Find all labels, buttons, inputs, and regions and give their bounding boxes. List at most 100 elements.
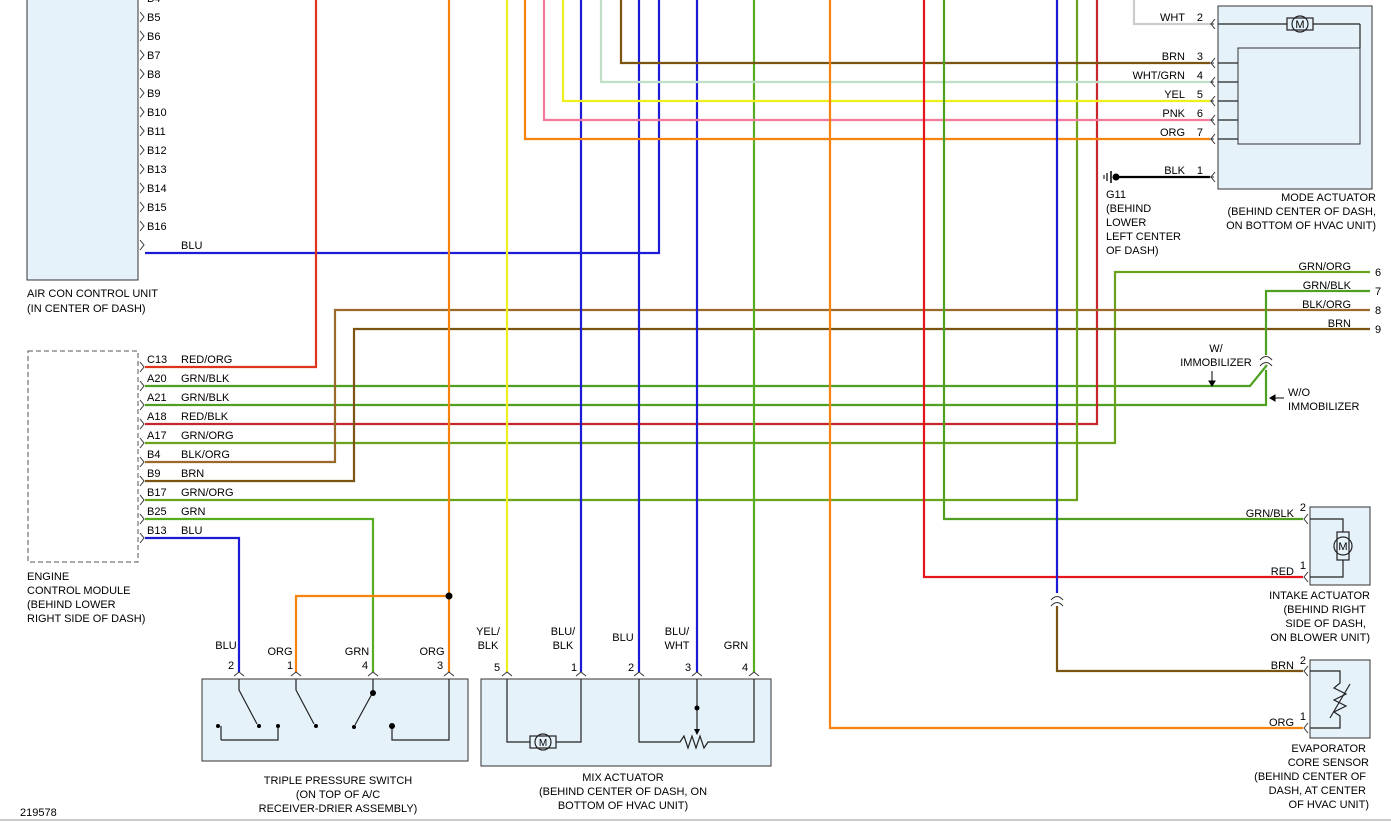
acu-label-2: (IN CENTER OF DASH) [27, 303, 146, 315]
svg-text:4: 4 [742, 662, 748, 674]
svg-text:RECEIVER-DRIER ASSEMBLY): RECEIVER-DRIER ASSEMBLY) [259, 803, 418, 815]
mix-pin-labels: YEL/ BLK 5 BLU/ BLK 1 BLU 2 BLU/ WHT 3 G… [476, 626, 748, 674]
svg-text:ORG: ORG [419, 646, 444, 658]
ecm-label-2: CONTROL MODULE [27, 585, 131, 597]
ecm-label-1: ENGINE [27, 571, 69, 583]
svg-text:ORG: ORG [1269, 717, 1294, 729]
svg-text:G11: G11 [1106, 189, 1126, 201]
ecm-pin-label: A20 [147, 373, 167, 385]
svg-text:(BEHIND CENTER OF DASH, ON: (BEHIND CENTER OF DASH, ON [539, 786, 707, 798]
svg-text:3: 3 [685, 662, 691, 674]
svg-text:YEL: YEL [1164, 89, 1185, 101]
acu-pin-labels: B4B5B6B7B8B9B10B11B12B13B14B15B16 [147, 0, 167, 233]
mode-pin-labels: WHT 2 BRN 3 WHT/GRN 4 YEL 5 PNK 6 ORG 7 … [1132, 12, 1203, 177]
ecm-pin-label: B25 [147, 506, 167, 518]
svg-text:3: 3 [437, 660, 443, 672]
svg-text:OF DASH): OF DASH) [1106, 245, 1159, 257]
svg-text:IMMOBILIZER: IMMOBILIZER [1180, 357, 1252, 369]
ecm-wire-label: BLK/ORG [181, 449, 230, 461]
tps-pin-labels: BLU 2 ORG 1 GRN 4 ORG 3 [215, 640, 444, 672]
svg-text:WHT: WHT [1160, 12, 1185, 24]
ecm-wire-label: GRN/ORG [181, 430, 234, 442]
svg-text:BLK/ORG: BLK/ORG [1302, 299, 1351, 311]
svg-text:M: M [1295, 19, 1304, 31]
svg-text:1: 1 [287, 660, 293, 672]
svg-text:8: 8 [1375, 305, 1381, 317]
wires [145, 0, 1370, 730]
mode-motor-icon: M [1218, 15, 1361, 140]
acu-label-1: AIR CON CONTROL UNIT [27, 288, 158, 300]
svg-text:BLU: BLU [612, 632, 633, 644]
svg-text:6: 6 [1197, 108, 1203, 120]
intake-actuator [1309, 506, 1371, 586]
svg-text:(BEHIND RIGHT: (BEHIND RIGHT [1284, 604, 1367, 616]
svg-text:2: 2 [228, 660, 234, 672]
svg-text:YEL/: YEL/ [476, 626, 501, 638]
intake-pin-labels: GRN/BLK 2 RED 1 [1246, 502, 1306, 578]
evap-pin-labels: BRN 2 ORG 1 [1269, 655, 1306, 729]
ecm-pin-label: C13 [147, 354, 167, 366]
acu-pin-label: B14 [147, 183, 167, 195]
ground-label: G11 (BEHIND LOWER LEFT CENTER OF DASH) [1106, 189, 1181, 257]
ecm-wire-label: GRN/BLK [181, 373, 230, 385]
mode-label-1: MODE ACTUATOR [1281, 192, 1376, 204]
svg-text:PNK: PNK [1162, 108, 1185, 120]
ecm-wire-label: GRN/ORG [181, 487, 234, 499]
svg-text:5: 5 [1197, 89, 1203, 101]
svg-text:BRN: BRN [1271, 660, 1294, 672]
mode-label-2: (BEHIND CENTER OF DASH, [1227, 206, 1376, 218]
mix-actuator-internals: M [506, 679, 755, 751]
svg-text:RED: RED [1271, 566, 1294, 578]
air-con-control-unit [26, 0, 139, 281]
acu-pin-label: B10 [147, 107, 167, 119]
acu-pin-label: B13 [147, 164, 167, 176]
svg-text:7: 7 [1197, 127, 1203, 139]
intake-label: INTAKE ACTUATOR (BEHIND RIGHT SIDE OF DA… [1269, 590, 1370, 644]
svg-text:GRN/BLK: GRN/BLK [1246, 508, 1295, 520]
ecm-wire-label: RED/ORG [181, 354, 232, 366]
acu-pin-label: B9 [147, 88, 160, 100]
svg-text:LOWER: LOWER [1106, 217, 1146, 229]
acu-pin-label: B7 [147, 50, 160, 62]
ecm-label-4: RIGHT SIDE OF DASH) [27, 613, 145, 625]
svg-text:M: M [1338, 541, 1347, 553]
mix-label: MIX ACTUATOR (BEHIND CENTER OF DASH, ON … [539, 772, 707, 812]
svg-text:M: M [539, 738, 547, 749]
acu-pin-label: B4 [147, 0, 160, 5]
ecm-wire-label: GRN/BLK [181, 392, 230, 404]
acu-pin-label: B5 [147, 12, 160, 24]
svg-text:WHT: WHT [664, 640, 689, 652]
svg-text:WHT/GRN: WHT/GRN [1132, 70, 1185, 82]
svg-text:ORG: ORG [267, 646, 292, 658]
svg-text:SIDE OF DASH,: SIDE OF DASH, [1285, 618, 1366, 630]
svg-text:(BEHIND: (BEHIND [1106, 203, 1151, 215]
svg-text:W/O: W/O [1288, 387, 1310, 399]
svg-text:1: 1 [1197, 165, 1203, 177]
svg-text:GRN/ORG: GRN/ORG [1298, 261, 1351, 273]
svg-text:DASH, AT CENTER: DASH, AT CENTER [1269, 785, 1366, 797]
acu-pin-label: B16 [147, 221, 167, 233]
ecm-pin-label: B4 [147, 449, 160, 461]
svg-text:4: 4 [1197, 70, 1203, 82]
svg-text:GRN/BLK: GRN/BLK [1303, 280, 1352, 292]
offpage-references: GRN/ORG 6 GRN/BLK 7 BLK/ORG 8 BRN 9 [1298, 261, 1381, 336]
mode-actuator [1217, 5, 1373, 190]
acu-pin-label: B8 [147, 69, 160, 81]
svg-text:ORG: ORG [1160, 127, 1185, 139]
svg-text:2: 2 [628, 662, 634, 674]
ecm-wire-label: BRN [181, 468, 204, 480]
splice-dot [445, 592, 453, 600]
mix-actuator [480, 678, 772, 767]
svg-text:ON BLOWER UNIT): ON BLOWER UNIT) [1270, 632, 1370, 644]
svg-text:OF HVAC UNIT): OF HVAC UNIT) [1289, 799, 1369, 811]
svg-text:4: 4 [362, 660, 368, 672]
acu-pin-label: B11 [147, 126, 166, 138]
ecm-wire-label: GRN [181, 506, 206, 518]
svg-text:BLU/: BLU/ [665, 626, 690, 638]
immobilizer-arrows [1208, 371, 1284, 402]
svg-text:EVAPORATOR: EVAPORATOR [1291, 743, 1366, 755]
svg-text:1: 1 [1300, 560, 1306, 572]
ecm-label-3: (BEHIND LOWER [27, 599, 116, 611]
tps-label: TRIPLE PRESSURE SWITCH (ON TOP OF A/C RE… [259, 775, 418, 815]
